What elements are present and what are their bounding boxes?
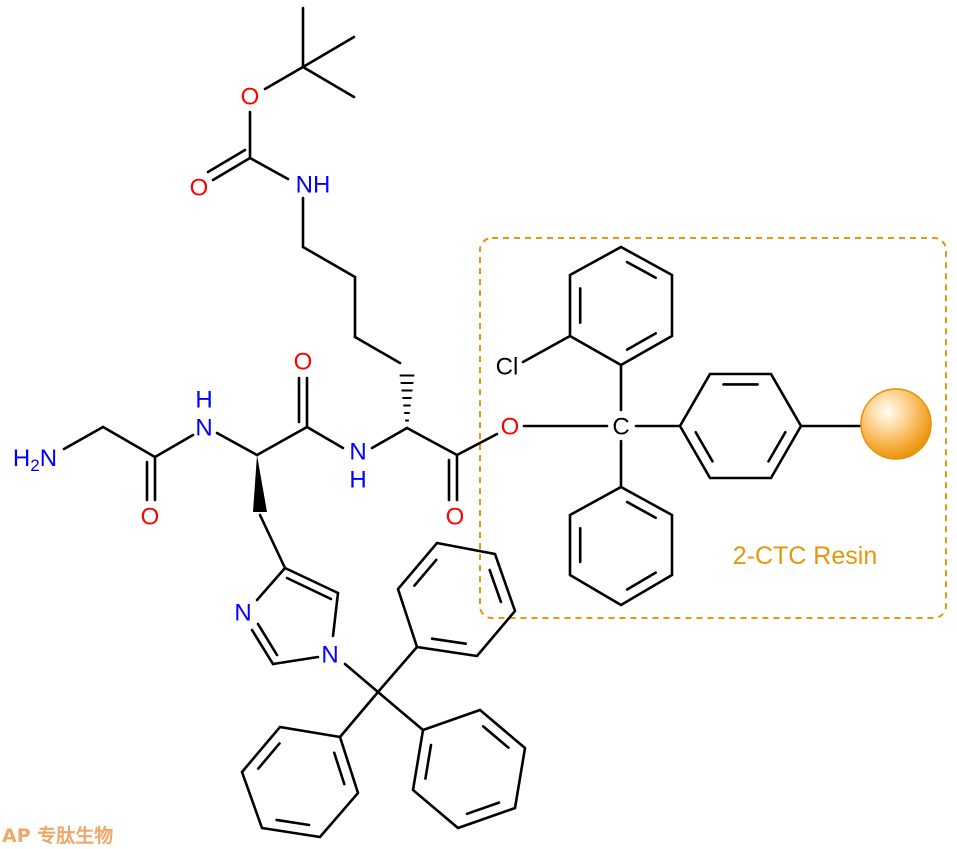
- lys-amide-n: N: [349, 439, 366, 466]
- resin-bead-icon: [860, 388, 932, 460]
- trityl-phenyl-right: [411, 708, 527, 830]
- his-carbonyl-oxygen: O: [294, 349, 313, 376]
- trityl-phenyl-left: [240, 725, 360, 839]
- lys-amide-h: H: [349, 467, 366, 494]
- lys-carbonyl-oxygen: O: [446, 504, 465, 531]
- boc-ether-oxygen: O: [241, 84, 260, 111]
- trityl-phenyl-top: [396, 541, 517, 658]
- gly-carbonyl-oxygen: O: [141, 504, 160, 531]
- trityl-carbon: C: [612, 414, 629, 441]
- resin-box: [479, 237, 947, 619]
- watermark-logo: AP 专肽生物: [2, 824, 113, 847]
- chlorine: Cl: [496, 354, 519, 381]
- his-amide-h: H: [195, 387, 212, 414]
- phenyl-ring-bottom: [568, 485, 674, 607]
- imidazole-n1: N: [321, 642, 338, 669]
- amine-h2n: H2N: [13, 445, 57, 475]
- aromatic-rings: [240, 245, 803, 839]
- linker-phenyl-ring: [678, 372, 803, 480]
- his-amide-n: N: [195, 415, 212, 442]
- resin-label: 2-CTC Resin: [733, 542, 877, 570]
- chlorophenyl-ring: [568, 245, 674, 367]
- hashed-wedge-bond: [399, 374, 415, 429]
- boc-carbonyl-oxygen: O: [190, 175, 209, 202]
- bonds: [62, 6, 864, 739]
- lys-side-chain-nh: NH: [296, 172, 331, 199]
- wedge-bond: [253, 455, 267, 512]
- imidazole-n3: N: [234, 600, 251, 627]
- ester-oxygen: O: [501, 414, 520, 441]
